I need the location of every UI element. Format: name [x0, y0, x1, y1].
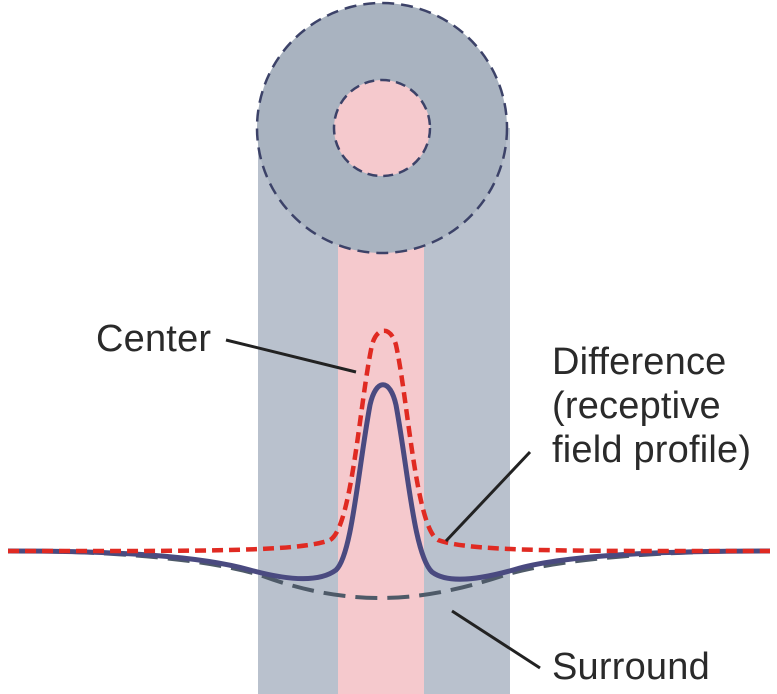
difference-leader-line	[444, 450, 532, 543]
difference-label-line-2: (receptive	[552, 385, 721, 427]
surround-label: Surround	[552, 646, 710, 688]
center-disc	[332, 78, 432, 178]
center-leader-line	[225, 338, 357, 374]
difference-label: Difference (receptive field profile)	[552, 340, 751, 472]
center-curve	[7, 328, 771, 554]
difference-label-line-1: Difference	[552, 341, 727, 383]
center-label: Center	[96, 318, 212, 360]
difference-curve	[7, 382, 771, 582]
surround-leader-line	[451, 609, 541, 670]
difference-label-line-3: field profile)	[552, 429, 752, 471]
